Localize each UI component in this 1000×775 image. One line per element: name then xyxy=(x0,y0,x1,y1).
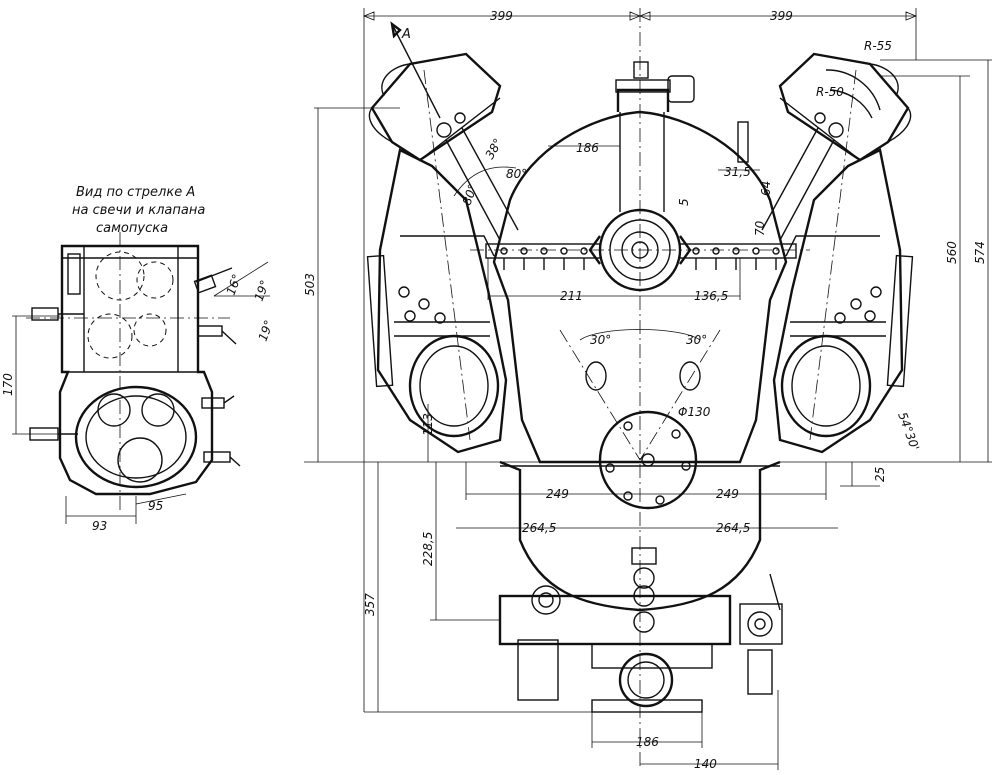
side-valve-circle xyxy=(95,251,145,301)
dim-top-left-399: 399 xyxy=(490,9,513,23)
dim-249-left: 249 xyxy=(546,487,569,501)
angle-80-a: 80° xyxy=(460,182,480,207)
right-cylinder-bank xyxy=(761,52,914,454)
crank-pulley xyxy=(598,410,698,510)
angle-38: 38° xyxy=(482,136,505,161)
front-view: 399 399 А xyxy=(303,8,992,771)
dim-height-560: 560 xyxy=(945,241,959,264)
dim-264-5-right: 264,5 xyxy=(716,521,750,535)
view-note-line-2: на свечи и клапана xyxy=(72,203,205,218)
dim-25: 25 xyxy=(873,467,887,482)
dim-height-503: 503 xyxy=(303,273,317,296)
dim-264-5-left: 264,5 xyxy=(522,521,556,535)
dim-357: 357 xyxy=(363,593,377,616)
head-bolt-rail-right xyxy=(679,243,797,259)
dim-diameter-130: Φ130 xyxy=(678,405,711,419)
view-note-line-3: самопуска xyxy=(96,221,168,236)
oil-pan xyxy=(499,460,781,612)
crankcase-body xyxy=(492,110,788,464)
dim-249-right: 249 xyxy=(716,487,739,501)
side-dim-93: 93 xyxy=(92,519,107,533)
side-head-outline xyxy=(58,244,214,496)
dim-radius-outer: R-55 xyxy=(864,39,892,53)
angle-30-right: 30° xyxy=(686,333,707,347)
side-dim-170: 170 xyxy=(1,373,15,396)
side-chamber xyxy=(74,385,198,489)
dim-height-574: 574 xyxy=(973,241,987,264)
dim-228-5: 228,5 xyxy=(421,532,435,566)
dim-113: 113 xyxy=(421,413,435,436)
left-cylinder-bank xyxy=(366,52,519,454)
dim-radius-inner: R-50 xyxy=(816,85,844,99)
view-arrow-a xyxy=(391,23,441,119)
dim-top-right-399: 399 xyxy=(770,9,793,23)
angle-54-30: 54°30' xyxy=(895,410,922,452)
angle-30-left: 30° xyxy=(590,333,611,347)
dim-5: 5 xyxy=(677,198,691,206)
dim-width-186-top: 186 xyxy=(576,141,599,155)
angle-80-b: 80° xyxy=(506,167,527,181)
dim-136-5: 136,5 xyxy=(694,289,728,303)
side-view: Вид по стрелке А на свечи и клапана само… xyxy=(1,185,276,533)
side-angle-19-b: 19° xyxy=(256,318,276,343)
side-spark-plugs xyxy=(29,267,241,467)
side-dim-95: 95 xyxy=(148,499,163,513)
dim-140: 140 xyxy=(694,757,717,771)
dim-211: 211 xyxy=(560,289,583,303)
view-note-line-1: Вид по стрелке А xyxy=(76,185,195,200)
arrow-letter-a: А xyxy=(401,27,411,42)
side-angle-19-a: 19° xyxy=(252,278,272,303)
head-bolt-rail-left xyxy=(485,243,601,259)
side-angle-16: 16° xyxy=(224,272,244,297)
pump-assembly xyxy=(498,547,783,713)
dim-70: 70 xyxy=(753,220,767,236)
dim-186-bottom: 186 xyxy=(636,735,659,749)
dim-31-5: 31,5 xyxy=(724,165,751,179)
dim-64: 64 xyxy=(759,181,773,196)
